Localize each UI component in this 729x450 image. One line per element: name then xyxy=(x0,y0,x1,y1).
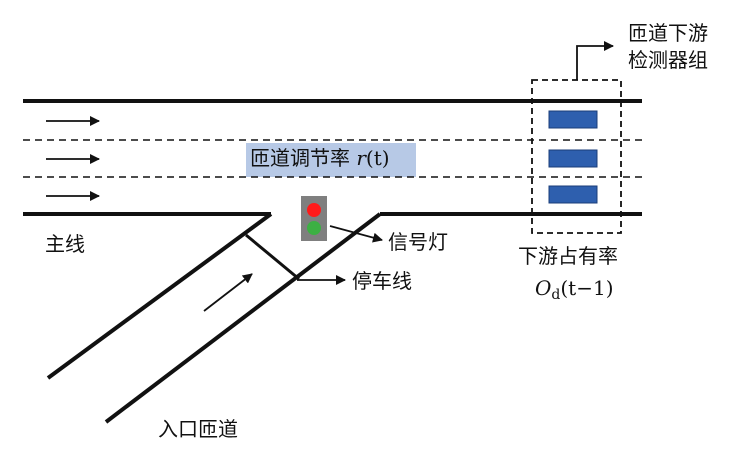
mainline-label: 主线 xyxy=(45,232,85,256)
ramp-rate-box xyxy=(246,143,416,177)
detector-lane-3 xyxy=(548,185,598,204)
ramp-rate-variable: r xyxy=(356,146,366,170)
onramp-left-edge xyxy=(46,212,273,380)
stop-line-label: 停车线 xyxy=(352,269,412,293)
onramp-direction-arrow xyxy=(203,273,253,312)
detector-group-label-line1: 匝道下游 xyxy=(628,21,708,45)
onramp-right-edge xyxy=(104,212,382,424)
detector-lane-1 xyxy=(548,110,598,129)
onramp-label: 入口匝道 xyxy=(158,417,238,441)
occupancy-argument: (t−1) xyxy=(560,276,614,300)
signal-red-light xyxy=(307,203,321,217)
ramp-rate-prefix: 匝道调节率 xyxy=(250,146,357,170)
signal-green-light xyxy=(307,221,321,235)
detector-group-pointer-arrow xyxy=(576,41,614,80)
signal-label: 信号灯 xyxy=(388,230,448,254)
occupancy-subscript: d xyxy=(551,287,561,303)
occupancy-title: 下游占有率 xyxy=(518,244,618,268)
ramp-rate-label: 匝道调节率 r(t) xyxy=(250,146,390,170)
occupancy-formula: Od(t−1) xyxy=(535,276,614,304)
detector-lane-2 xyxy=(548,149,598,168)
signal-pointer-arrow xyxy=(329,225,383,243)
occupancy-variable: O xyxy=(535,276,552,300)
detector-group-label-line2: 检测器组 xyxy=(628,48,708,72)
stop-line xyxy=(245,233,300,281)
ramp-rate-argument: (t) xyxy=(365,146,390,170)
